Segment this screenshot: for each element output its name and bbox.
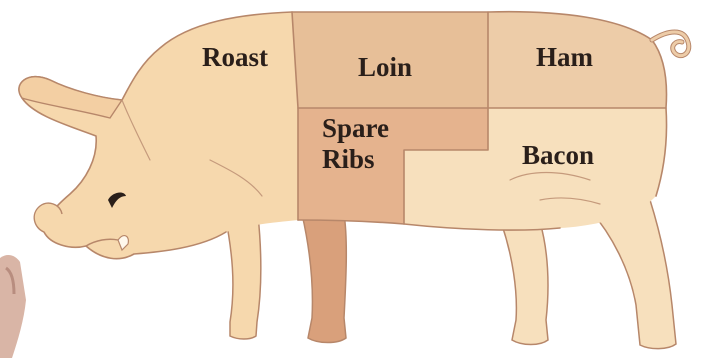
label-bacon: Bacon <box>522 140 594 170</box>
ribs-leg <box>302 214 346 343</box>
label-loin: Loin <box>358 52 412 82</box>
front-leg <box>225 215 261 339</box>
label-ham: Ham <box>536 42 594 72</box>
back-leg-left <box>502 222 548 345</box>
label-roast: Roast <box>202 42 268 72</box>
photo-corner <box>0 255 26 358</box>
label-spare-ribs-line2: Ribs <box>322 144 375 174</box>
label-spare-ribs-line1: Spare <box>322 113 389 143</box>
back-leg-right <box>590 200 676 349</box>
